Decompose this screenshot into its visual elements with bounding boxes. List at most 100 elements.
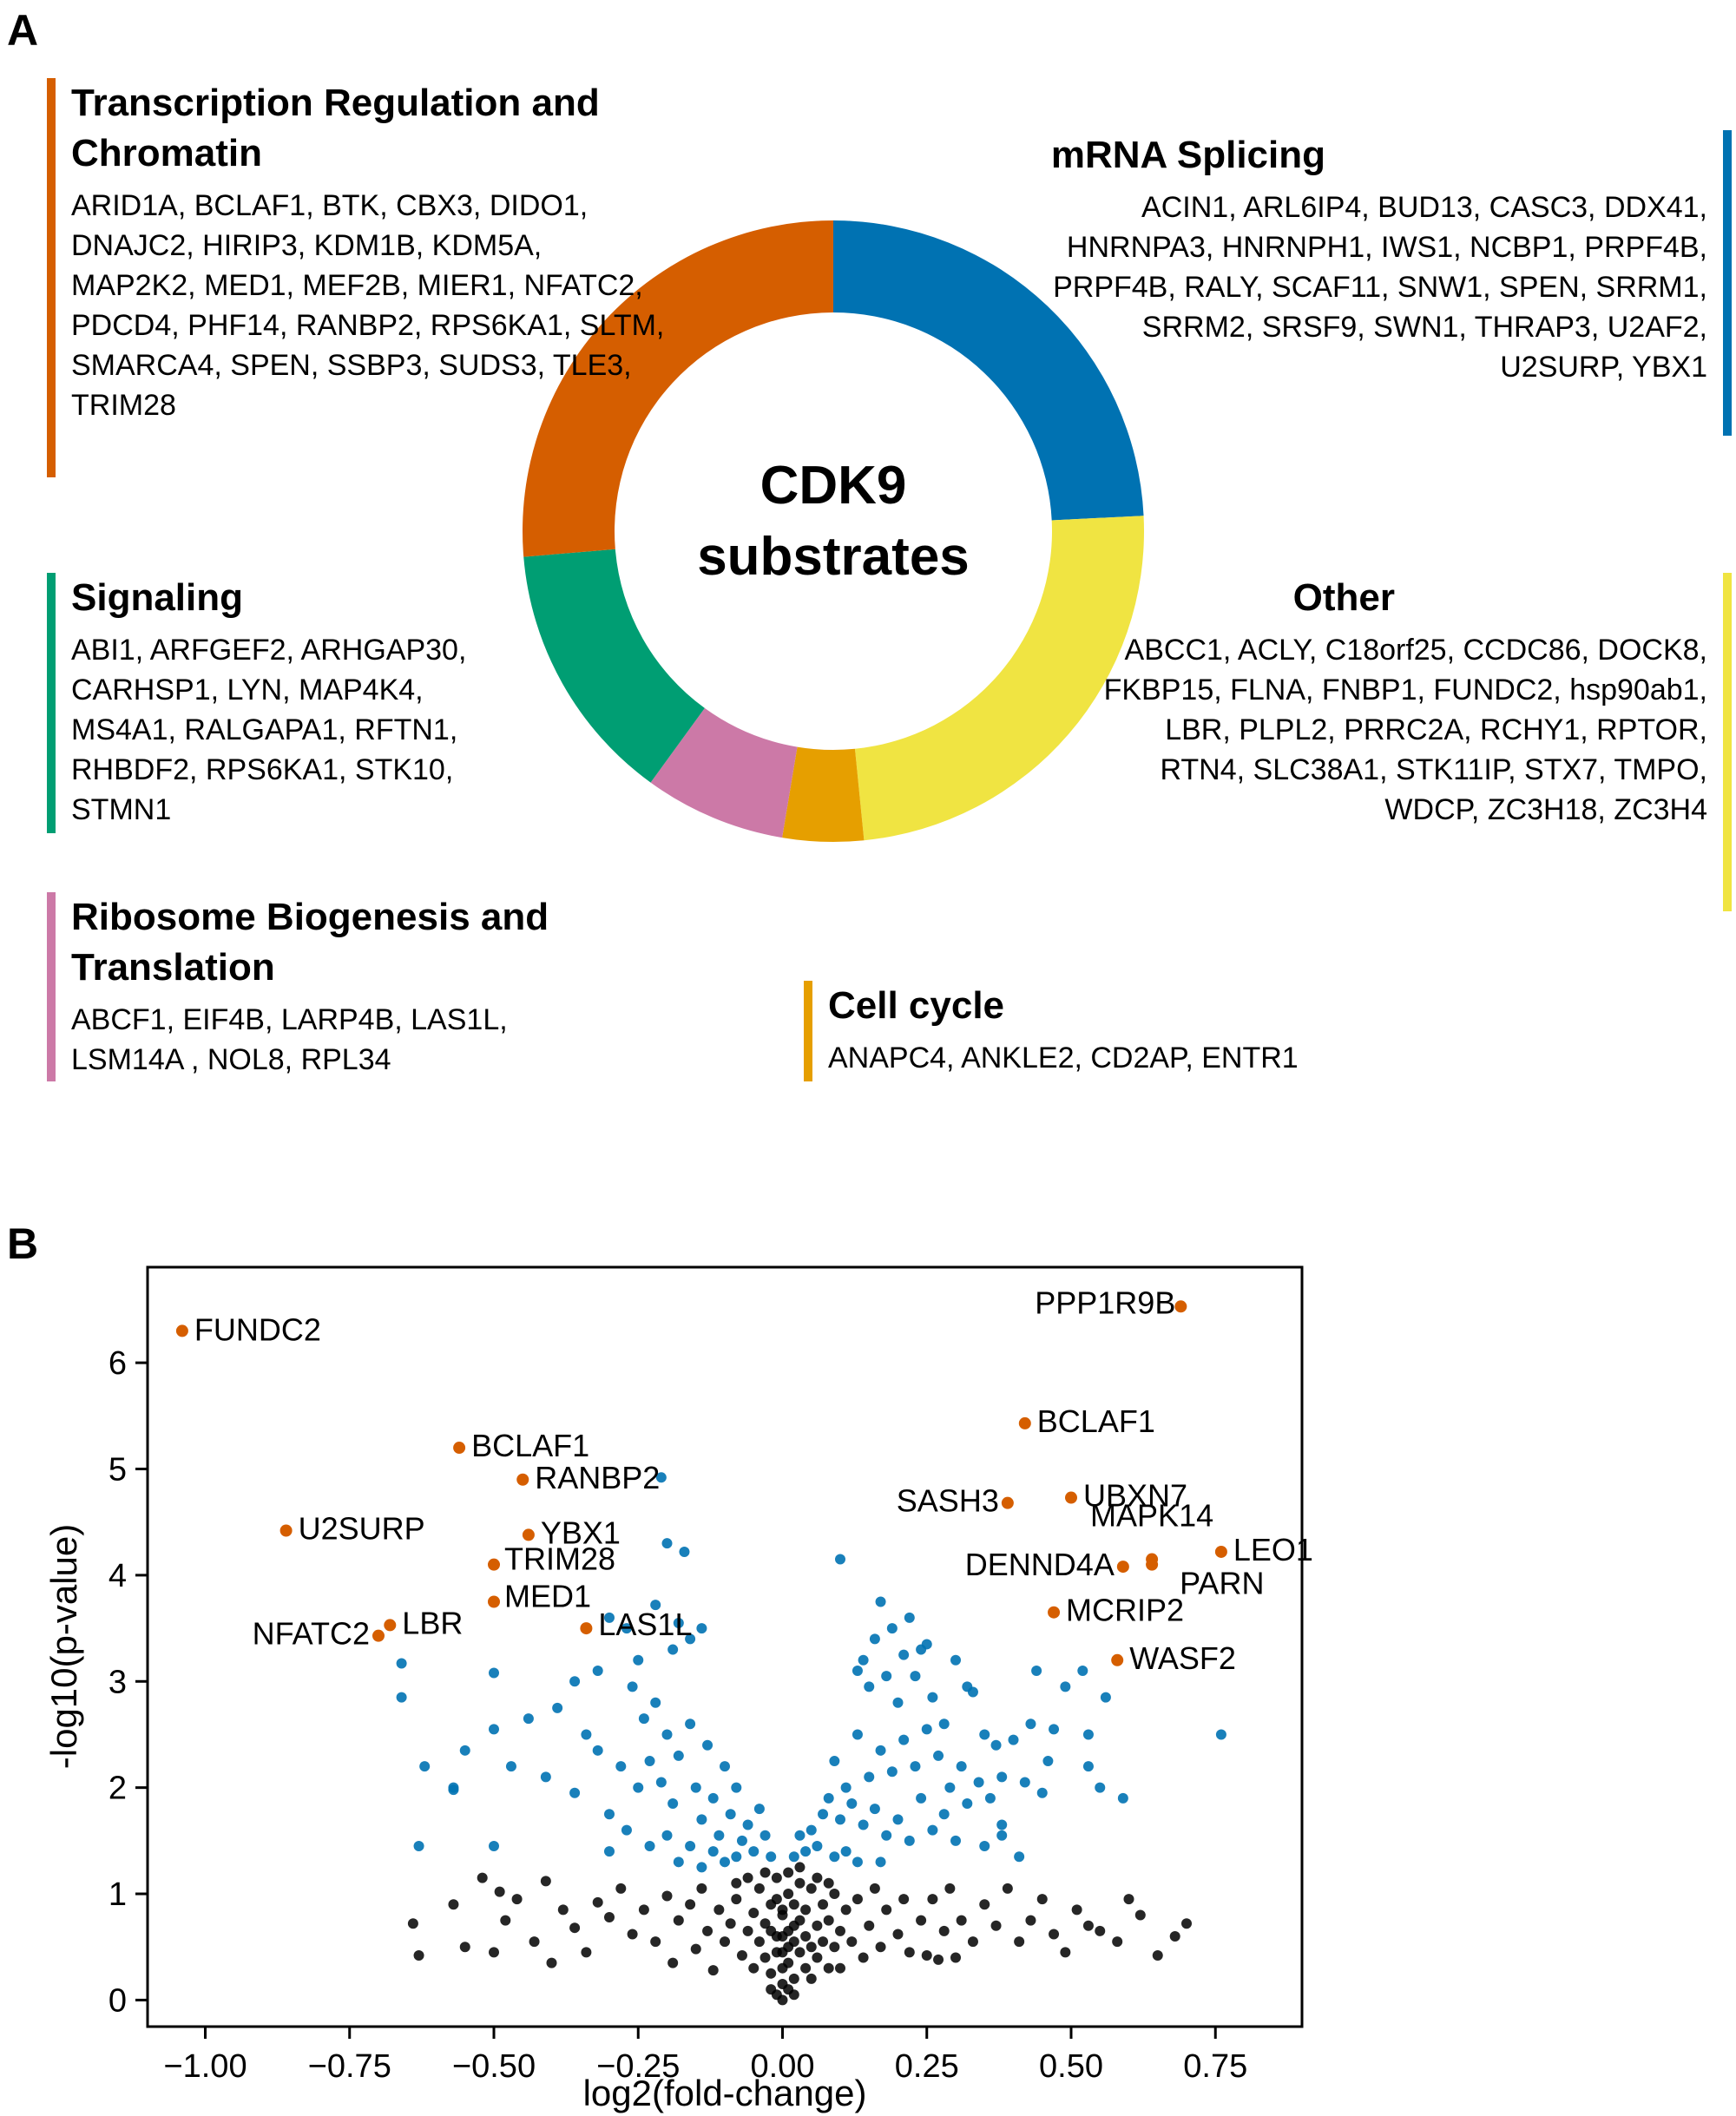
y-axis-label: -log10(p-value)	[43, 1524, 84, 1769]
ns-point	[1071, 1904, 1082, 1916]
labeled-point	[522, 1528, 535, 1541]
ns-point	[938, 1925, 950, 1936]
significant-point	[788, 1851, 799, 1863]
ns-point	[707, 1965, 719, 1976]
point-label: WASF2	[1129, 1640, 1236, 1676]
significant-point	[979, 1729, 990, 1740]
ns-point	[748, 1962, 760, 1974]
significant-point	[973, 1777, 984, 1788]
point-label: YBX1	[541, 1515, 621, 1550]
ns-point	[742, 1925, 753, 1936]
significant-point	[731, 1851, 742, 1863]
ns-point	[777, 1962, 788, 1974]
labeled-point	[516, 1473, 529, 1486]
ns-point	[731, 1877, 742, 1889]
significant-point	[829, 1851, 840, 1863]
ns-point	[753, 1883, 765, 1894]
ns-point	[760, 1867, 771, 1878]
point-label: RANBP2	[535, 1460, 660, 1495]
ns-point	[823, 1962, 834, 1974]
ns-point	[829, 1889, 840, 1900]
ns-point	[840, 1904, 852, 1916]
significant-point	[621, 1623, 632, 1634]
significant-point	[540, 1771, 551, 1783]
donut-center-label-line1: CDK9	[760, 456, 907, 516]
significant-point	[569, 1676, 581, 1687]
significant-point	[448, 1782, 459, 1793]
ns-point	[1095, 1925, 1106, 1936]
ns-point	[1036, 1894, 1048, 1905]
ns-point	[852, 1894, 863, 1905]
ns-point	[794, 1862, 806, 1873]
significant-point	[720, 1856, 730, 1868]
ns-point	[823, 1915, 834, 1926]
significant-point	[904, 1835, 915, 1846]
ns-point	[1002, 1883, 1013, 1894]
labeled-point	[580, 1622, 593, 1635]
point-label: BCLAF1	[1037, 1403, 1155, 1439]
x-axis-label: log2(fold-change)	[583, 2073, 867, 2113]
donut-slice-5	[523, 220, 833, 557]
significant-point	[592, 1666, 603, 1677]
significant-point	[990, 1739, 1002, 1751]
point-label: UBXN7	[1083, 1478, 1187, 1514]
significant-point	[967, 1686, 978, 1698]
ns-point	[540, 1876, 551, 1887]
point-label: LBR	[402, 1605, 463, 1640]
ns-point	[638, 1904, 649, 1916]
significant-point	[938, 1809, 950, 1820]
ns-point	[713, 1904, 725, 1916]
category-title: Transcription Regulation and Chromatin	[71, 82, 600, 174]
ns-point	[494, 1886, 505, 1897]
significant-point	[569, 1787, 581, 1798]
significant-point	[661, 1538, 673, 1549]
ns-point	[627, 1929, 638, 1940]
ns-point	[731, 1894, 742, 1905]
ns-point	[760, 1952, 771, 1963]
ns-point	[569, 1922, 581, 1934]
significant-point	[927, 1824, 938, 1836]
labeled-point	[1116, 1561, 1129, 1574]
labeled-point	[1111, 1653, 1124, 1666]
labeled-point	[384, 1619, 397, 1632]
significant-point	[1100, 1692, 1111, 1703]
ns-point	[788, 1973, 799, 1984]
significant-point	[707, 1846, 719, 1857]
ns-point	[916, 1915, 927, 1926]
point-label: DENND4A	[965, 1547, 1115, 1582]
significant-point	[910, 1761, 921, 1772]
ns-point	[777, 1994, 788, 2006]
significant-point	[852, 1666, 863, 1677]
ns-point	[407, 1918, 418, 1929]
category-bar	[804, 981, 812, 1081]
ns-point	[753, 1936, 765, 1948]
ns-point	[725, 1918, 736, 1929]
category-cellcycle: Cell cycle ANAPC4, ANKLE2, CD2AP, ENTR1	[804, 981, 1411, 1081]
ns-point	[892, 1929, 904, 1940]
significant-point	[829, 1756, 840, 1767]
labeled-point	[279, 1524, 293, 1537]
ns-point	[1014, 1936, 1025, 1948]
ns-point	[1049, 1929, 1060, 1940]
significant-point	[1014, 1851, 1025, 1863]
significant-point	[962, 1798, 973, 1810]
ns-point	[1134, 1909, 1146, 1921]
significant-point	[996, 1771, 1008, 1783]
category-title: Cell cycle	[828, 984, 1005, 1027]
significant-point	[702, 1739, 713, 1751]
ns-point	[546, 1957, 557, 1968]
point-label: BCLAF1	[471, 1428, 589, 1463]
category-genes: ABCC1, ACLY, C18orf25, CCDC86, DOCK8, FK…	[1103, 634, 1707, 826]
significant-point	[685, 1718, 696, 1730]
significant-point	[489, 1724, 499, 1735]
ns-point	[1152, 1950, 1163, 1962]
significant-point	[489, 1667, 499, 1679]
cdk9-donut-chart: CDK9 substrates	[523, 220, 1145, 842]
significant-point	[766, 1851, 777, 1863]
significant-point	[644, 1840, 655, 1851]
significant-point	[927, 1692, 938, 1703]
significant-point	[1060, 1681, 1071, 1692]
ns-point	[448, 1899, 459, 1910]
category-genes: ARID1A, BCLAF1, BTK, CBX3, DIDO1, DNAJC2…	[71, 189, 665, 422]
significant-point	[419, 1761, 431, 1772]
